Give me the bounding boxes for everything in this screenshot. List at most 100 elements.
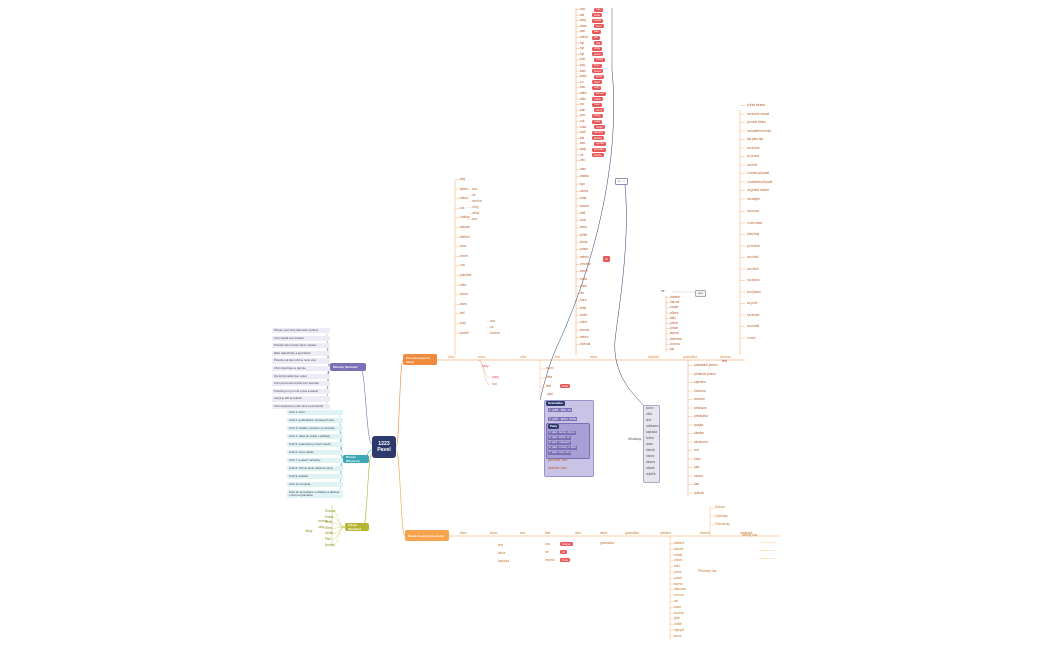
bottom-column-item[interactable]: předložka: [694, 414, 708, 418]
top-column-item[interactable]: dobrý: [580, 35, 588, 39]
structure-item[interactable]: kapitola: [646, 430, 657, 434]
top-column-tag[interactable]: celý: [592, 85, 602, 90]
bottom-column-item[interactable]: číslovka: [694, 388, 706, 393]
top-column-tag[interactable]: málo: [592, 96, 603, 102]
top-column-tag[interactable]: jinak: [594, 74, 605, 79]
bottom-right-item[interactable]: hlavně: [674, 546, 684, 551]
bottom-column-item[interactable]: osoba: [694, 473, 703, 478]
process-note[interactable]: Krok 8: shrnutí textu vlastními slovy: [287, 466, 343, 472]
bottom-right-item[interactable]: dokonce: [674, 587, 687, 592]
tense-item[interactable]: Budoucí čas: [758, 557, 776, 560]
source-item[interactable]: Učitel: [325, 531, 333, 536]
far-right-item[interactable]: Poznámky: [715, 522, 730, 526]
bottom-right-item[interactable]: zvlášť: [674, 552, 683, 557]
reason-note[interactable]: Chci cestovat po celé zemi a poznat lidi: [272, 404, 330, 410]
spine-node[interactable]: kapitola: [648, 355, 659, 359]
bottom-spine-node[interactable]: gramatika: [625, 531, 639, 535]
right-mid-item[interactable]: na chvíli: [747, 255, 759, 259]
top-column-tag[interactable]: tam: [592, 29, 602, 34]
top-column-item[interactable]: tady: [580, 147, 587, 151]
right-branch-item[interactable]: právě: [670, 326, 678, 331]
sub-cluster-item[interactable]: vždy: [472, 205, 479, 209]
bottom-right-item[interactable]: přece: [674, 570, 682, 574]
option-label[interactable]: ne: [661, 289, 665, 293]
left-cluster-item[interactable]: zítra: [460, 282, 467, 287]
mid-column-item[interactable]: řeka: [580, 305, 587, 310]
right-branch-item[interactable]: zrovna: [670, 341, 680, 346]
grammar-extra[interactable]: množné číslo: [548, 466, 567, 470]
right-branch-item[interactable]: zvlášť: [670, 305, 679, 310]
right-mid-item[interactable]: před lety: [747, 232, 760, 236]
structure-head[interactable]: Struktura: [628, 437, 641, 441]
process-note[interactable]: Krok 7: poslech nahrávky: [287, 458, 343, 464]
top-column-item[interactable]: kdy: [580, 63, 585, 67]
sub-cluster-item[interactable]: ano: [490, 319, 496, 323]
structure-item[interactable]: text: [646, 418, 652, 422]
mid-column-item[interactable]: sestra: [580, 203, 589, 208]
bottom-spine-node[interactable]: lekce: [600, 531, 608, 535]
structure-item[interactable]: odstavec: [646, 424, 659, 428]
mid-column-item[interactable]: hora: [580, 298, 587, 303]
right-top-item[interactable]: na jedné straně: [747, 188, 769, 192]
bottom-column-item[interactable]: částice: [694, 431, 704, 435]
tense-item[interactable]: Přítomný čas: [698, 569, 717, 573]
bottom-column-item[interactable]: čas: [694, 482, 699, 486]
right-mid-item[interactable]: po letech: [747, 243, 760, 248]
right-branch-item[interactable]: asi: [670, 347, 675, 351]
sub-cluster-item[interactable]: ano: [472, 187, 478, 191]
case-row[interactable]: 6. pád - o kom, o čem: [548, 445, 578, 450]
below-spine-tag[interactable]: číslo: [560, 383, 571, 388]
mid-column-item[interactable]: hvězda: [580, 342, 591, 347]
bottom-column-item[interactable]: přídavné jméno: [694, 371, 716, 376]
mid-column-item[interactable]: matka: [580, 174, 589, 179]
top-column-tag[interactable]: rychle: [594, 141, 607, 146]
top-column-tag[interactable]: zde: [594, 7, 603, 12]
top-column-tag[interactable]: malý: [592, 119, 603, 124]
bottom-column-item[interactable]: spojka: [694, 422, 704, 427]
left-cluster-item[interactable]: vteřina: [460, 234, 470, 239]
spine-node[interactable]: lekce: [590, 355, 598, 359]
top-column-item[interactable]: čas: [580, 85, 585, 90]
source-item[interactable]: Web: [325, 525, 332, 530]
structure-item[interactable]: název: [646, 454, 655, 458]
sub-cluster-item[interactable]: možná: [490, 331, 500, 335]
right-top-item[interactable]: v každém případě: [747, 179, 773, 184]
main-topic-reading-2[interactable]: Druhé čtení (druhé čtení): [405, 530, 449, 541]
top-column-item[interactable]: rok: [580, 119, 585, 123]
spine-node[interactable]: text: [555, 355, 561, 359]
top-column-tag[interactable]: místo: [592, 18, 604, 23]
reason-note[interactable]: Protože čtení rozvíjí slovní zásobu: [272, 343, 330, 349]
bottom-sub-item[interactable]: ano: [545, 542, 551, 546]
bottom-column-item[interactable]: pád: [694, 465, 700, 469]
top-column-item[interactable]: byl: [580, 46, 585, 51]
right-top-item[interactable]: na levé: [747, 162, 758, 167]
reason-note[interactable]: Mám ráda Prahu a její historii: [272, 350, 330, 356]
bottom-spine-node[interactable]: čtení: [460, 531, 467, 535]
bottom-column-item[interactable]: zájmeno: [694, 380, 707, 384]
reason-note[interactable]: Jazyk je klíč ke kultuře: [272, 396, 330, 402]
process-note[interactable]: Krok 11: konzultace s učitelem a diskuse…: [287, 490, 343, 499]
grammar-row[interactable]: 2. pád - koho, čeho: [548, 416, 578, 422]
left-cluster-item[interactable]: rok: [460, 205, 465, 210]
reason-note[interactable]: Důvod, proč chci psát tento výzkum: [272, 328, 330, 334]
top-column-item[interactable]: už: [580, 152, 584, 157]
bottom-sub-item[interactable]: lekce: [498, 551, 506, 555]
bottom-sub-item[interactable]: text: [498, 543, 504, 547]
left-cluster-item[interactable]: brzy: [460, 321, 467, 325]
target-marker[interactable]: cíl: [603, 256, 610, 262]
top-column-item[interactable]: pes: [580, 113, 586, 118]
bottom-right-item[interactable]: teprve: [674, 581, 683, 586]
top-column-item[interactable]: svět: [580, 130, 586, 135]
right-mid-item[interactable]: na místě: [747, 324, 760, 328]
left-cluster-item[interactable]: poledne: [460, 273, 472, 277]
top-column-item[interactable]: co: [580, 79, 584, 84]
bottom-sub-tag[interactable]: hotovo: [560, 541, 574, 546]
left-cluster-item[interactable]: minuta: [460, 225, 470, 229]
process-note[interactable]: Krok 5: opakování po třech dnech: [287, 442, 343, 448]
bottom-right-item[interactable]: totiž: [674, 564, 680, 569]
structure-item[interactable]: čtenář: [646, 448, 655, 452]
process-note[interactable]: Krok 10: kontrola: [287, 482, 343, 488]
top-column-tag[interactable]: starý: [592, 113, 603, 118]
bottom-spine-node[interactable]: test: [545, 531, 551, 535]
left-cluster-item[interactable]: večer: [460, 253, 468, 258]
